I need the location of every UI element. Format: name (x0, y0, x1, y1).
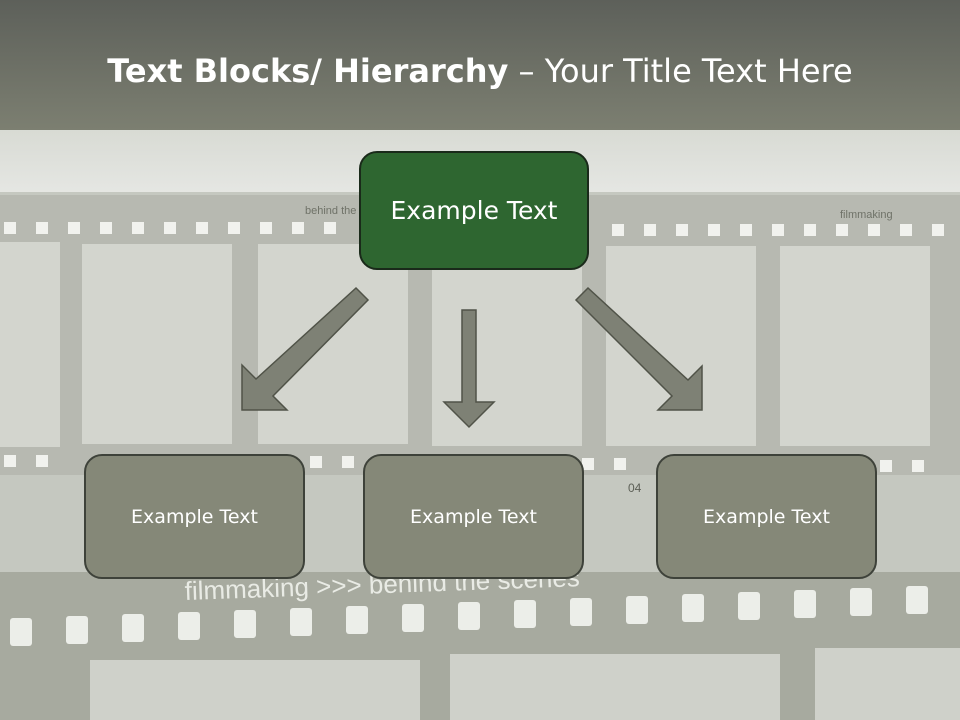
child-node-label: Example Text (410, 505, 537, 528)
root-node-label: Example Text (390, 196, 558, 225)
child-node-label: Example Text (703, 505, 830, 528)
slide-title-dash: – (508, 52, 545, 90)
film-strip-frame-number: 04 (628, 481, 642, 495)
arrow-left (241, 286, 370, 411)
child-node-label: Example Text (131, 505, 258, 528)
slide-title-rest: Your Title Text Here (544, 52, 853, 90)
child-node-2[interactable]: Example Text (363, 454, 584, 579)
root-node[interactable]: Example Text (359, 151, 589, 270)
slide-title: Text Blocks/ Hierarchy – Your Title Text… (0, 52, 960, 90)
slide-title-bold: Text Blocks/ Hierarchy (107, 52, 509, 90)
arrow-right (574, 286, 703, 411)
arrow-center (442, 309, 496, 429)
child-node-3[interactable]: Example Text (656, 454, 877, 579)
film-strip-caption-small: filmmaking (840, 209, 893, 221)
child-node-1[interactable]: Example Text (84, 454, 305, 579)
